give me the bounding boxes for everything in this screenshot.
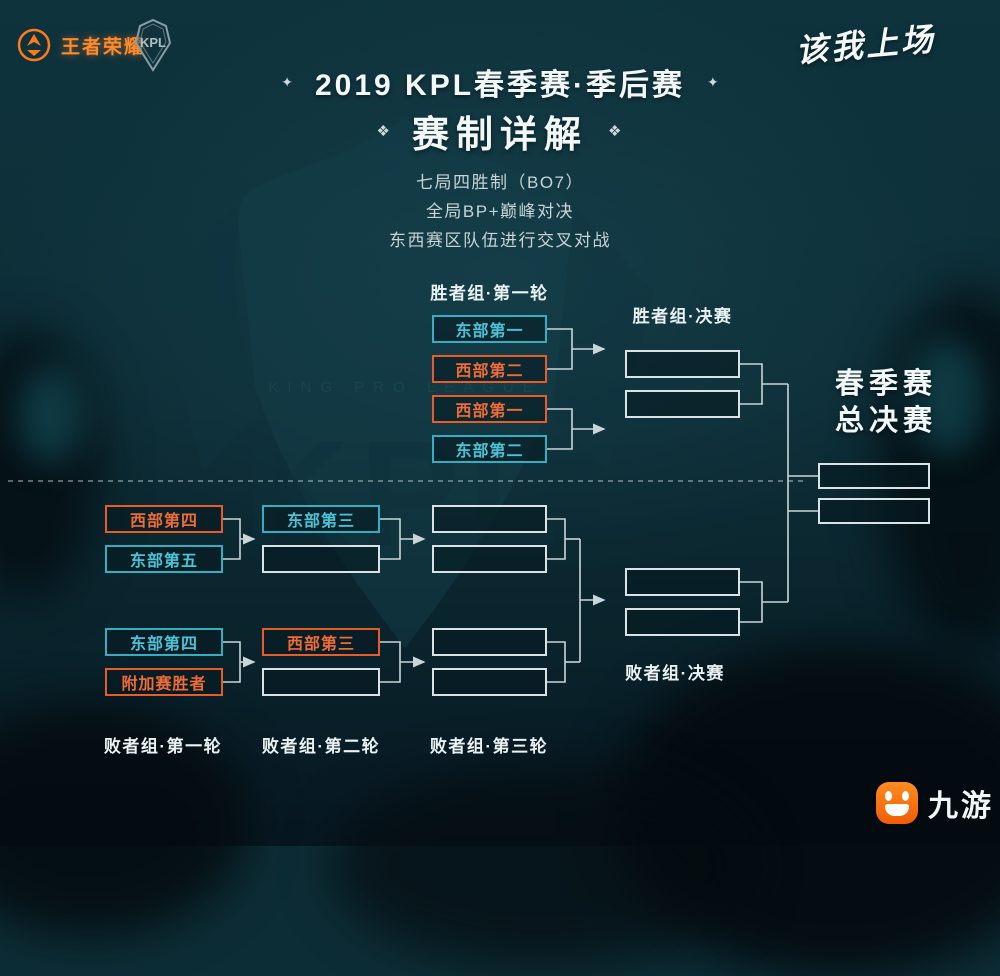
- winners-r1-slot-east-1: 东部第一: [432, 315, 547, 343]
- winners-final-slot-2: [625, 390, 740, 418]
- 9game-mascot-icon: [876, 782, 918, 824]
- title-ornament-left-icon: ✦: [281, 73, 293, 90]
- winners-r1-slot-east-2: 东部第二: [432, 435, 547, 463]
- losers-r2-slot-empty-2: [262, 668, 380, 696]
- rule-line-2: 全局BP+巅峰对决: [425, 202, 575, 221]
- format-rules: 七局四胜制（BO7） 全局BP+巅峰对决 东西赛区队伍进行交叉对战: [0, 168, 1000, 255]
- grand-final-title: 春季赛 总决赛: [816, 366, 956, 440]
- losers-round2-label: 败者组·第二轮: [261, 737, 381, 756]
- losers-final-slot-2: [625, 608, 740, 636]
- winners-round1-brackets: [547, 328, 606, 450]
- losers-r3-slot-3: [432, 628, 547, 656]
- grand-final-title-line1: 春季赛: [834, 368, 937, 400]
- grand-final-slot-2: [818, 498, 930, 524]
- kpl-logo: KPL: [124, 16, 182, 81]
- winners-round1-label: 胜者组·第一轮: [430, 284, 549, 303]
- page-title: 2019 KPL春季赛·季后赛: [314, 69, 686, 102]
- losers-final-slot-1: [625, 568, 740, 596]
- losers-r2-slot-west-3: 西部第三: [262, 628, 380, 656]
- honor-of-kings-emblem-icon: [17, 28, 51, 62]
- losers-r3-slot-2: [432, 545, 547, 573]
- watermark-ring-text: KING PRO LEAGUE: [268, 379, 541, 396]
- losers-round1-brackets: [223, 518, 256, 683]
- winners-r1-slot-west-2: 西部第二: [432, 355, 547, 383]
- losers-r1-slot-west-4: 西部第四: [105, 505, 223, 533]
- losers-final-label: 败者组·决赛: [625, 664, 725, 683]
- losers-r3-slot-4: [432, 668, 547, 696]
- losers-round1-label: 败者组·第一轮: [103, 737, 223, 756]
- teal-dragon-glint-left: [18, 368, 82, 464]
- grand-final-slot-1: [818, 463, 930, 489]
- kpl-crest-icon: KPL: [134, 18, 172, 72]
- kpl-logo-text: KPL: [140, 35, 166, 50]
- honor-of-kings-logo: 王者荣耀: [15, 26, 145, 64]
- losers-r1-slot-east-4: 东部第四: [105, 628, 223, 656]
- teal-dragon-glint-right: [910, 338, 984, 454]
- grand-final-title-line2: 总决赛: [834, 405, 937, 437]
- losers-r2-slot-empty-1: [262, 545, 380, 573]
- subtitle-ornament-left-icon: ❖: [376, 123, 392, 140]
- subtitle-ornament-right-icon: ❖: [608, 123, 624, 140]
- finals-to-grand-final-brackets: [740, 363, 818, 623]
- winners-final-slot-1: [625, 350, 740, 378]
- losers-round3-brackets: [547, 518, 606, 683]
- rule-line-3: 东西赛区队伍进行交叉对战: [389, 231, 611, 250]
- losers-r2-slot-east-3: 东部第三: [262, 505, 380, 533]
- losers-r1-slot-playin-winner: 附加赛胜者: [105, 668, 223, 696]
- page-subtitle: 赛制详解: [412, 114, 588, 155]
- losers-r1-slot-east-5: 东部第五: [105, 545, 223, 573]
- winners-final-label: 胜者组·决赛: [632, 307, 733, 326]
- honor-of-kings-logo-text: 王者荣耀: [61, 36, 146, 58]
- losers-r3-slot-1: [432, 505, 547, 533]
- 9game-logo-text: 九游: [928, 790, 994, 823]
- 9game-logo: 九游: [876, 781, 994, 825]
- title-ornament-right-icon: ✦: [707, 73, 719, 90]
- losers-round3-label: 败者组·第三轮: [429, 737, 549, 756]
- losers-round2-brackets: [380, 518, 426, 683]
- bracket-connector-lines: [8, 328, 818, 683]
- rule-line-1: 七局四胜制（BO7）: [415, 173, 585, 192]
- winners-r1-slot-west-1: 西部第一: [432, 395, 547, 423]
